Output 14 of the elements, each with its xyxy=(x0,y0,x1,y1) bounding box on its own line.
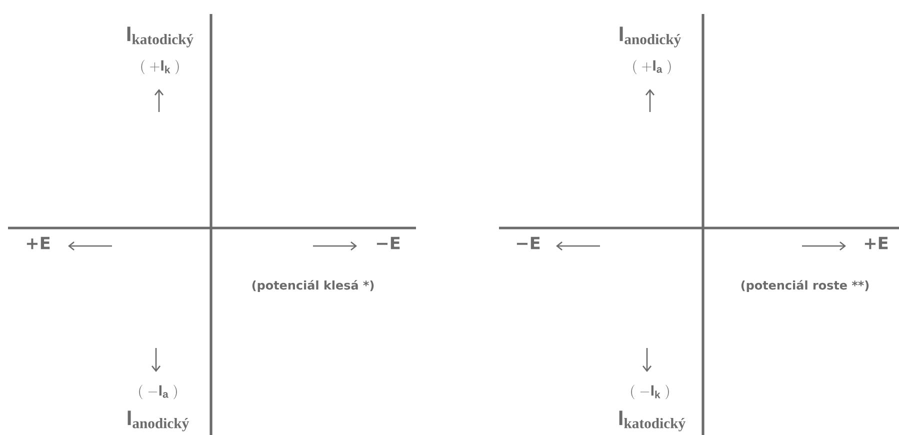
axis-label: $(\;-\mathbf{I}_{\mathbf{a}}\;)$ xyxy=(139,384,177,400)
axis-label: $\mathbf{I}_{\textbf{katodický}}$ xyxy=(619,410,686,432)
axis-label: −E xyxy=(376,236,400,250)
note-text: (potenciál klesá *) xyxy=(252,280,374,292)
axis-label: −E xyxy=(516,236,540,250)
axis-label: $\mathbf{I}_{\textbf{anodický}}$ xyxy=(620,26,681,48)
axis-label: $(\;+\mathbf{I}_{\mathbf{a}}\;)$ xyxy=(633,60,671,74)
axis-label: $(\;-\mathbf{I}_{\mathbf{k}}\;)$ xyxy=(631,384,669,400)
axis-label: $(\;+\mathbf{I}_{\mathbf{k}}\;)$ xyxy=(141,60,179,74)
note-text: (potenciál roste **) xyxy=(741,280,869,292)
axis-label: $\mathbf{I}_{\textbf{katodický}}$ xyxy=(127,26,194,48)
axis-label: $\mathbf{I}_{\textbf{anodický}}$ xyxy=(128,410,189,432)
axis-label: +E xyxy=(26,236,50,250)
axis-label: +E xyxy=(864,236,888,250)
